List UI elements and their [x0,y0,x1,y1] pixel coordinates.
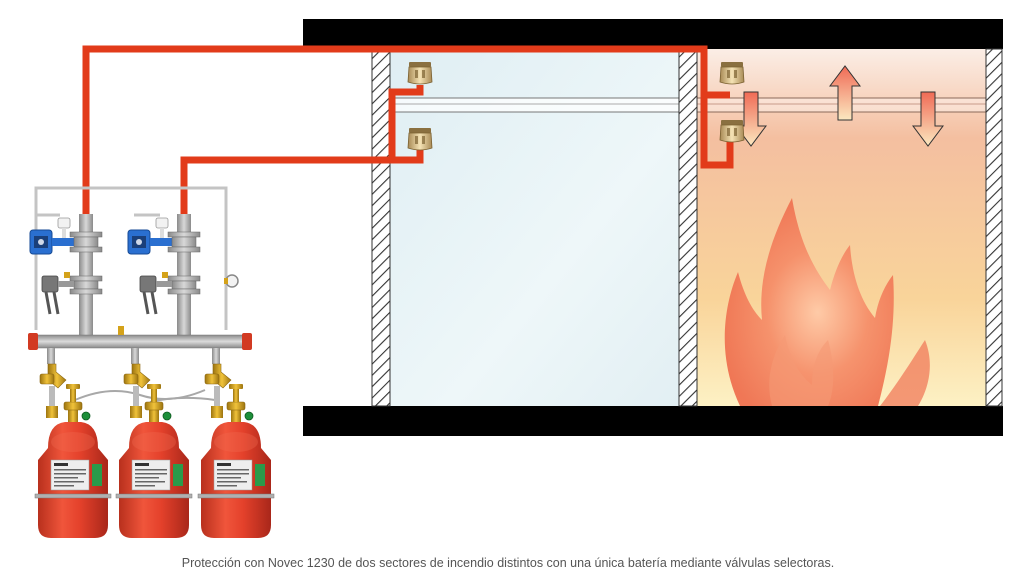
false-ceiling-clean [390,97,679,113]
wall-middle [678,48,698,407]
ceiling-slab [303,19,1003,49]
arrow-up-icon [829,65,861,121]
pipe-sector-clean-upper [388,85,424,160]
arrow-down-icon [912,91,944,147]
figure-caption: Protección con Novec 1230 de dos sectore… [181,556,835,570]
pipe-sector-fire-lower [700,95,734,169]
fire-cylinder-icon [115,383,193,539]
flame-icon [724,198,930,406]
nozzle-icon [719,61,745,85]
nozzle-icon [407,127,433,151]
nozzle-icon [407,61,433,85]
pipe-sector-fire [82,45,730,214]
fire-cylinder-icon [197,383,275,539]
floor-slab [303,406,1003,436]
wall-left [371,48,391,407]
pressure-gauge-icon [224,274,239,288]
wall-right [985,48,1003,407]
flexible-hose-icon [204,363,232,419]
nozzle-icon [719,119,745,143]
flexible-hose-icon [39,363,67,419]
